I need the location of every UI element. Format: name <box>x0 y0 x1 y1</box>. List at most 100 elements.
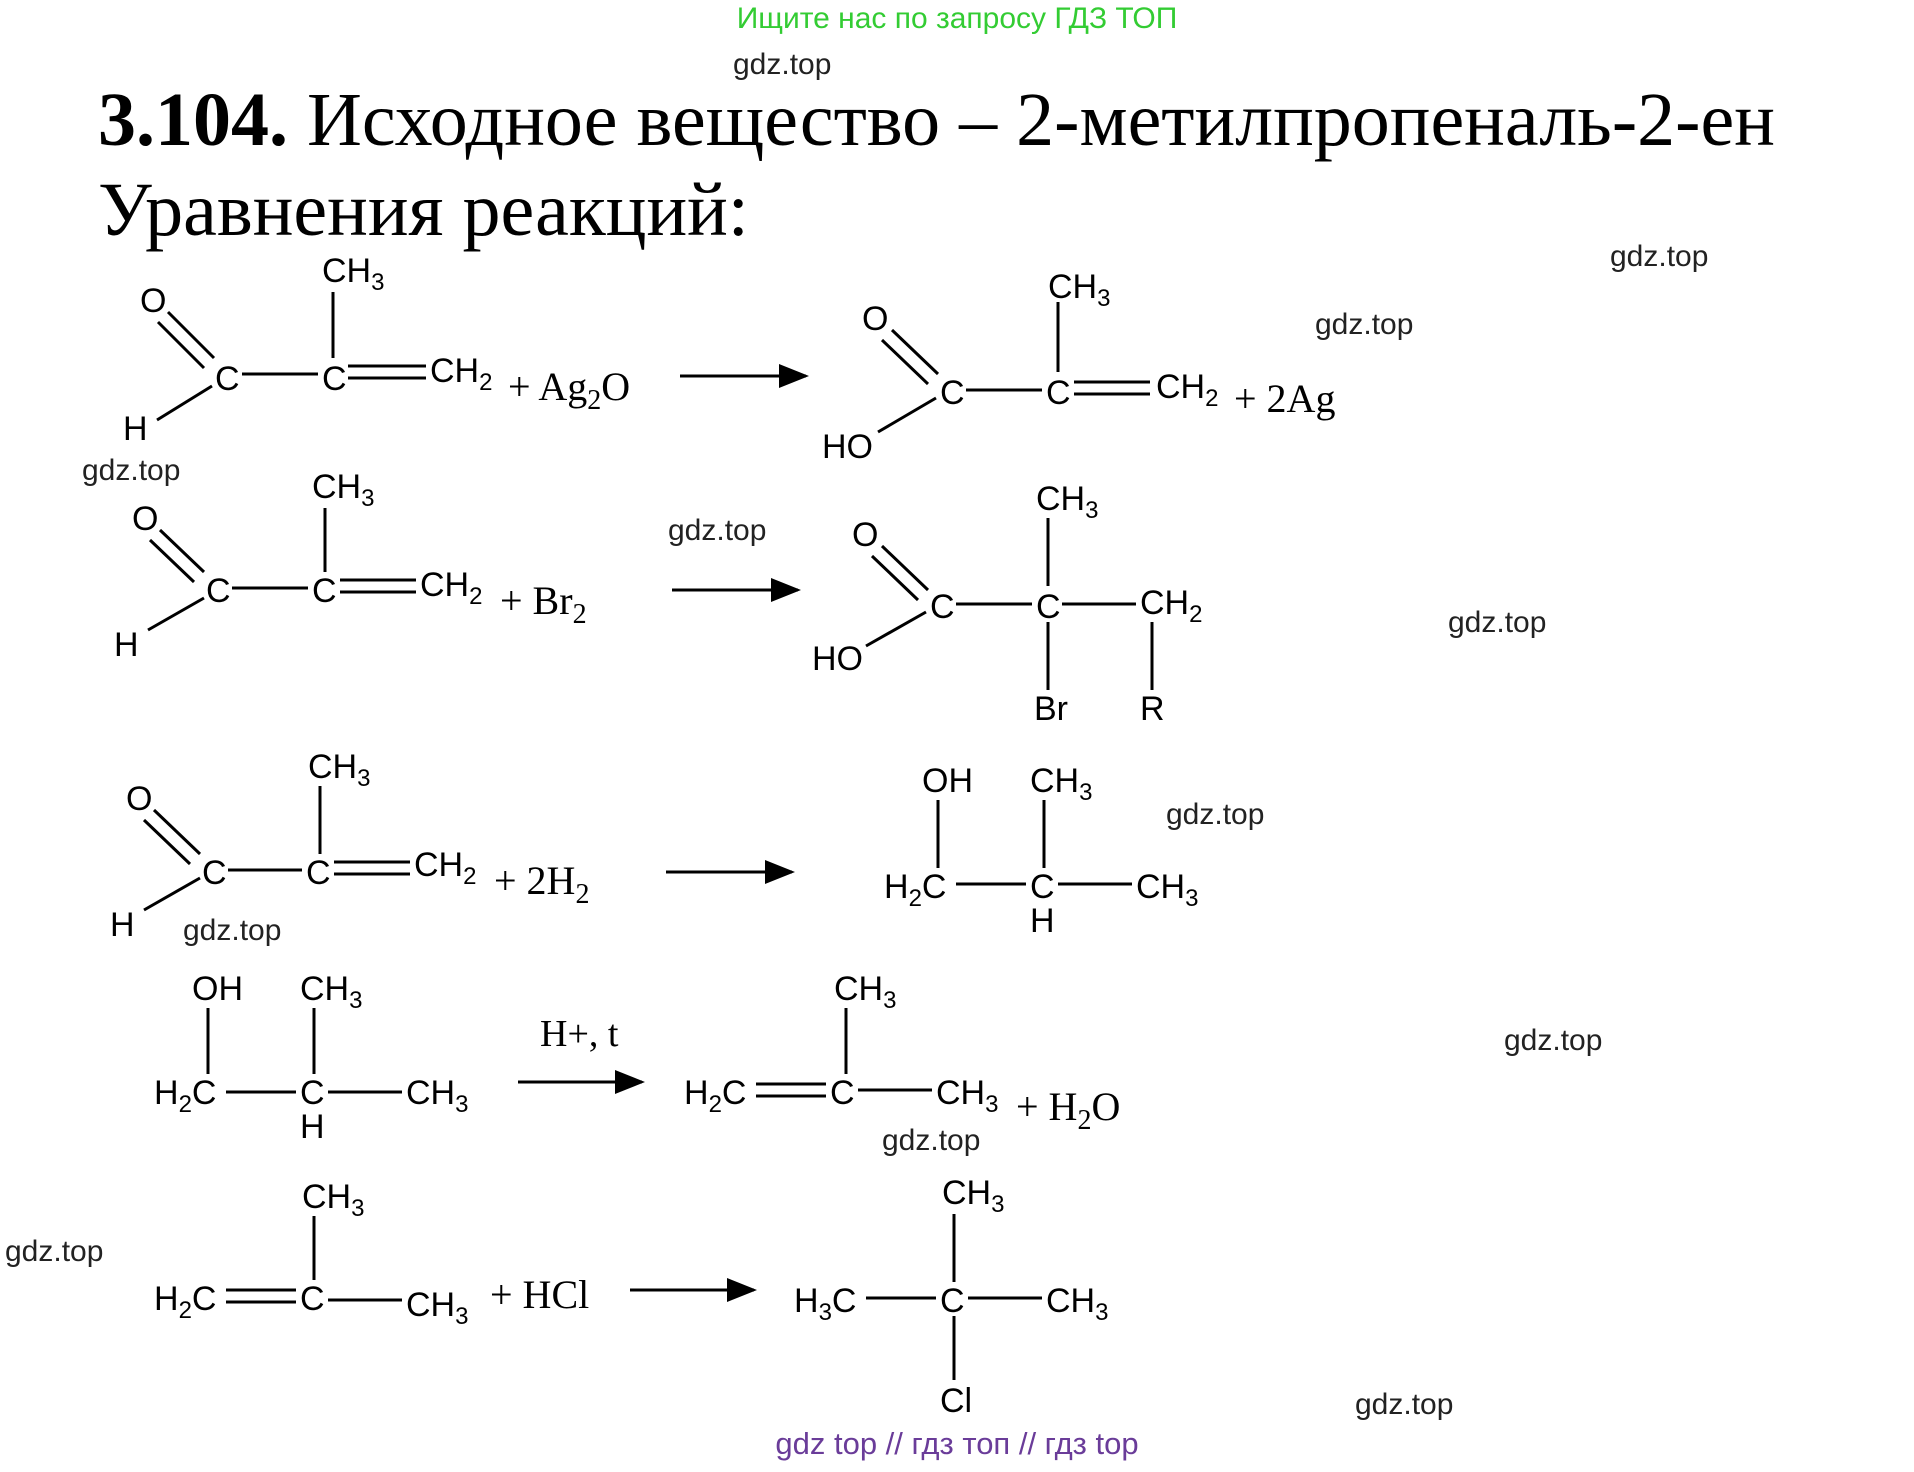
atom-oh: OH <box>192 970 243 1008</box>
product-brominated-acid: O C HO C CH3 CH2 Br R <box>812 480 1202 728</box>
atom-ch2: CH2 <box>1156 368 1218 412</box>
bond <box>156 320 206 370</box>
reagent-hcl: + HCl <box>490 1272 589 1317</box>
atom-h2c: H2C <box>154 1280 216 1324</box>
atom-h: H <box>123 410 148 448</box>
atom-c: C <box>312 572 337 610</box>
atom-c: C <box>1036 588 1061 626</box>
watermark: gdz.top <box>1610 240 1709 273</box>
bond <box>152 808 202 856</box>
watermark: gdz.top <box>668 514 767 547</box>
reaction-conditions: H+, t <box>540 1013 619 1055</box>
watermark: gdz.top <box>5 1235 104 1268</box>
reagent-ag2o: + Ag2O <box>508 364 630 416</box>
atom-cl: Cl <box>940 1382 972 1420</box>
atom-r: R <box>1140 690 1165 728</box>
atom-c: C <box>300 1074 325 1112</box>
atom-h2c: H2C <box>154 1074 216 1118</box>
footer-links[interactable]: gdz top // гдз топ // гдз top <box>775 1426 1139 1461</box>
bond <box>147 596 205 632</box>
atom-c: C <box>830 1074 855 1112</box>
bond <box>148 538 196 584</box>
search-banner[interactable]: Ищите нас по запросу ГДЗ ТОП <box>736 2 1178 35</box>
reactant-methacrolein: O C H C CH3 CH2 <box>110 748 476 944</box>
bond <box>870 554 920 602</box>
reagent-2h2: + 2H2 <box>494 858 589 910</box>
watermark: gdz.top <box>1315 308 1414 341</box>
bond <box>158 528 206 574</box>
reaction-2: O C H C CH3 CH2 + Br2 O C HO C CH3 CH2 B… <box>114 468 1202 728</box>
watermark: gdz.top <box>1504 1024 1603 1057</box>
bond <box>143 876 201 912</box>
atom-h: H <box>1030 902 1055 940</box>
reaction-1: O C H C CH3 CH2 + Ag2O O C HO C CH3 CH2 <box>123 252 1335 466</box>
atom-c: C <box>1030 868 1055 906</box>
atom-o: O <box>862 300 888 338</box>
atom-h2c: H2C <box>684 1074 746 1118</box>
reaction-3: O C H C CH3 CH2 + 2H2 O H CH3 H2C C H CH3 <box>110 748 1198 944</box>
product-isobutene: CH3 H2C C CH3 <box>684 970 998 1118</box>
watermark: gdz.top <box>733 48 832 81</box>
atom-o: O <box>126 780 152 818</box>
reaction-4: OH CH3 H2C C H CH3 H+, t CH3 H2C C CH3 +… <box>154 970 1120 1146</box>
byproduct-h2o: + H2O <box>1016 1084 1120 1136</box>
atom-ch3: CH3 <box>834 970 896 1014</box>
atom-h2c: H2C <box>884 868 946 912</box>
reaction-5: CH3 H2C C CH3 + HCl CH3 H3C C CH3 Cl <box>154 1174 1108 1420</box>
atom-c: C <box>206 572 231 610</box>
atom-ch3: CH3 <box>312 468 374 512</box>
atom-ch2: CH2 <box>1140 584 1202 628</box>
atom-ch3: CH3 <box>942 1174 1004 1218</box>
reactant-methacrolein: O C H C CH3 CH2 <box>114 468 482 664</box>
atom-ch3: CH3 <box>308 748 370 792</box>
bond <box>865 610 927 648</box>
atom-h: H <box>114 626 139 664</box>
problem-number: 3.104. <box>98 78 288 162</box>
problem-title: Исходное вещество – 2-метилпропеналь-2-е… <box>307 78 1775 162</box>
atom-c: C <box>940 1282 965 1320</box>
bond <box>156 384 213 422</box>
atom-ch3: CH3 <box>406 1286 468 1330</box>
watermark: gdz.top <box>882 1124 981 1157</box>
atom-ch3: CH3 <box>1046 1282 1108 1326</box>
watermark: gdz.top <box>183 914 282 947</box>
atom-ch2: CH2 <box>420 566 482 610</box>
watermark: gdz.top <box>1355 1388 1454 1421</box>
reactant-methacrolein: O C H C CH3 CH2 <box>123 252 492 448</box>
atom-h: H <box>110 906 135 944</box>
atom-c: C <box>215 360 240 398</box>
problem-heading: 3.104. Исходное вещество – 2-метилпропен… <box>98 82 1775 158</box>
atom-ch3: CH3 <box>936 1074 998 1118</box>
atom-c: C <box>940 374 965 412</box>
atom-ch3: CH3 <box>406 1074 468 1118</box>
atom-c: C <box>930 588 955 626</box>
atom-ho: HO <box>822 428 873 466</box>
bond <box>142 818 192 866</box>
atom-c: C <box>1046 374 1071 412</box>
bond <box>890 328 940 376</box>
atom-c: C <box>322 360 347 398</box>
bond <box>880 338 930 386</box>
problem-subtitle: Уравнения реакций: <box>98 168 749 252</box>
watermark: gdz.top <box>1166 798 1265 831</box>
atom-c: C <box>202 854 227 892</box>
atom-ho: HO <box>812 640 863 678</box>
atom-ch3: CH3 <box>1030 762 1092 806</box>
atom-br: Br <box>1034 690 1068 728</box>
atom-c: C <box>300 1280 325 1318</box>
atom-o: O <box>852 516 878 554</box>
bond <box>880 544 930 592</box>
atom-o: O <box>140 282 166 320</box>
atom-ch2: CH2 <box>414 846 476 890</box>
bond <box>877 396 937 434</box>
atom-ch2: CH2 <box>430 352 492 396</box>
atom-o: O <box>132 500 158 538</box>
atom-h: H <box>300 1108 325 1146</box>
product-tert-butyl-chloride: CH3 H3C C CH3 Cl <box>794 1174 1108 1420</box>
reagent-br2: + Br2 <box>500 578 587 630</box>
atom-c: C <box>306 854 331 892</box>
reactant-isobutene: CH3 H2C C CH3 <box>154 1178 468 1330</box>
atom-ch3: CH3 <box>1036 480 1098 524</box>
reactant-isobutanol: OH CH3 H2C C H CH3 <box>154 970 468 1146</box>
